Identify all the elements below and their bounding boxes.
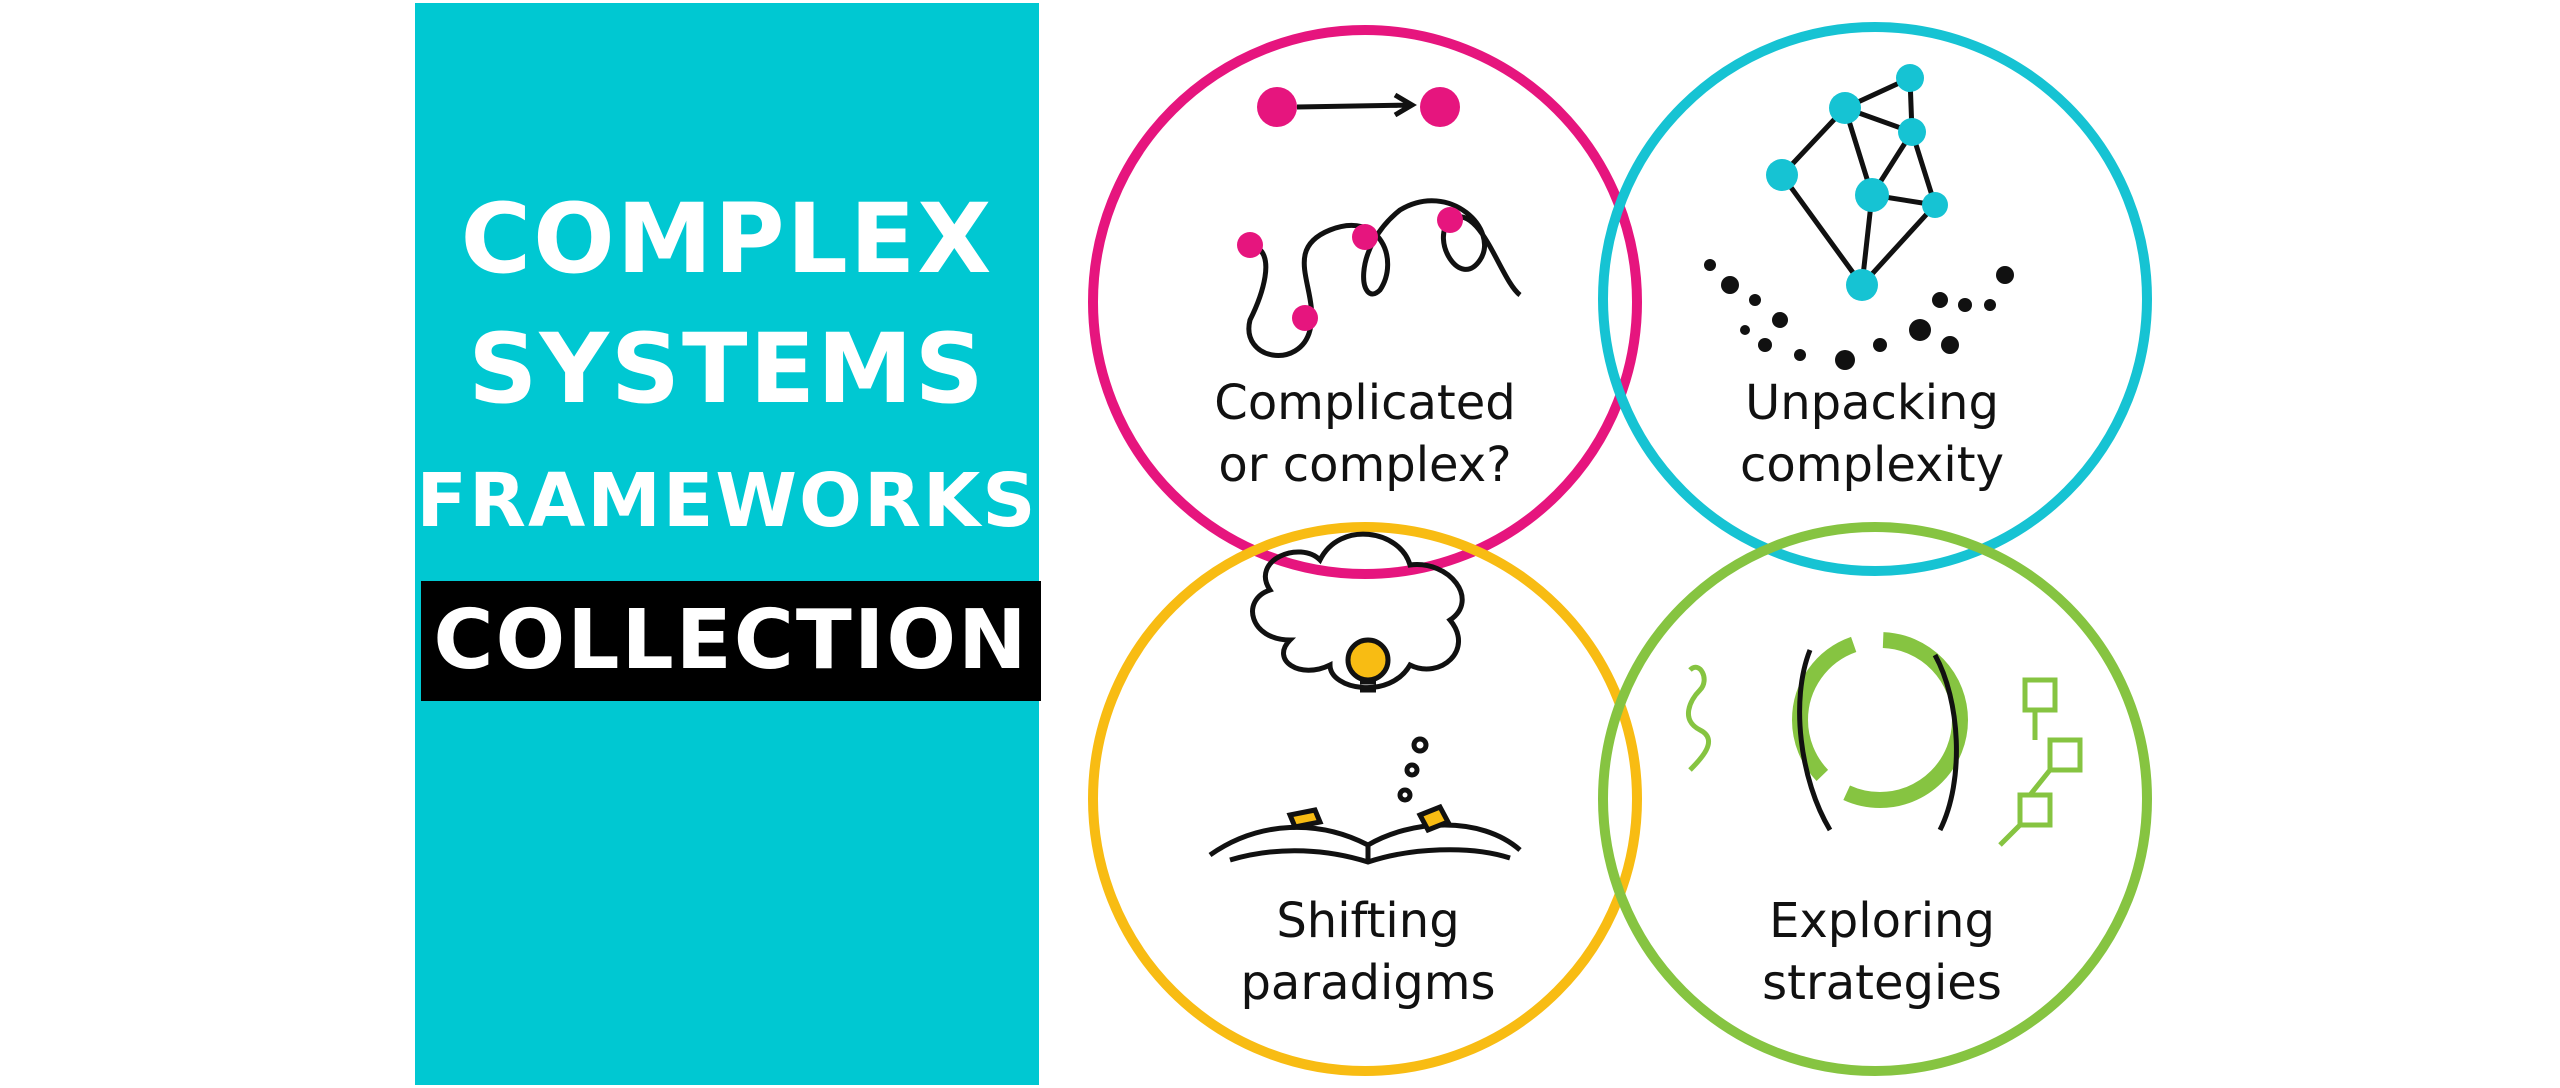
title-line-1: COMPLEX: [460, 183, 994, 295]
title-line-2: SYSTEMS: [468, 313, 986, 425]
label-complicated: Complicated or complex?: [1165, 372, 1565, 496]
label-line: Complicated: [1214, 375, 1516, 431]
label-unpacking: Unpacking complexity: [1672, 372, 2072, 496]
hands-cycle-icon: [1686, 632, 2083, 847]
title-panel: COMPLEX SYSTEMS FRAMEWORKS COLLECTION: [415, 3, 1041, 1085]
label-line: Exploring: [1769, 893, 1995, 949]
tangled-path-icon: [1237, 87, 1522, 358]
label-exploring: Exploring strategies: [1682, 890, 2082, 1014]
label-line: Unpacking: [1745, 375, 1999, 431]
title-line-3: FRAMEWORKS: [416, 458, 1038, 544]
book-lightbulb-icon: [1208, 531, 1522, 865]
circle-shifting: [1088, 522, 1642, 1076]
label-line: complexity: [1740, 437, 2004, 493]
label-line: or complex?: [1218, 437, 1512, 493]
label-line: strategies: [1762, 955, 2002, 1011]
circle-unpacking: [1598, 22, 2152, 576]
circle-exploring: [1598, 522, 2152, 1076]
label-shifting: Shifting paradigms: [1168, 890, 1568, 1014]
label-line: Shifting: [1276, 893, 1460, 949]
collection-badge: COLLECTION: [421, 581, 1041, 701]
circle-complicated: [1088, 25, 1642, 579]
label-line: paradigms: [1240, 955, 1496, 1011]
network-icon: [1704, 64, 2014, 370]
